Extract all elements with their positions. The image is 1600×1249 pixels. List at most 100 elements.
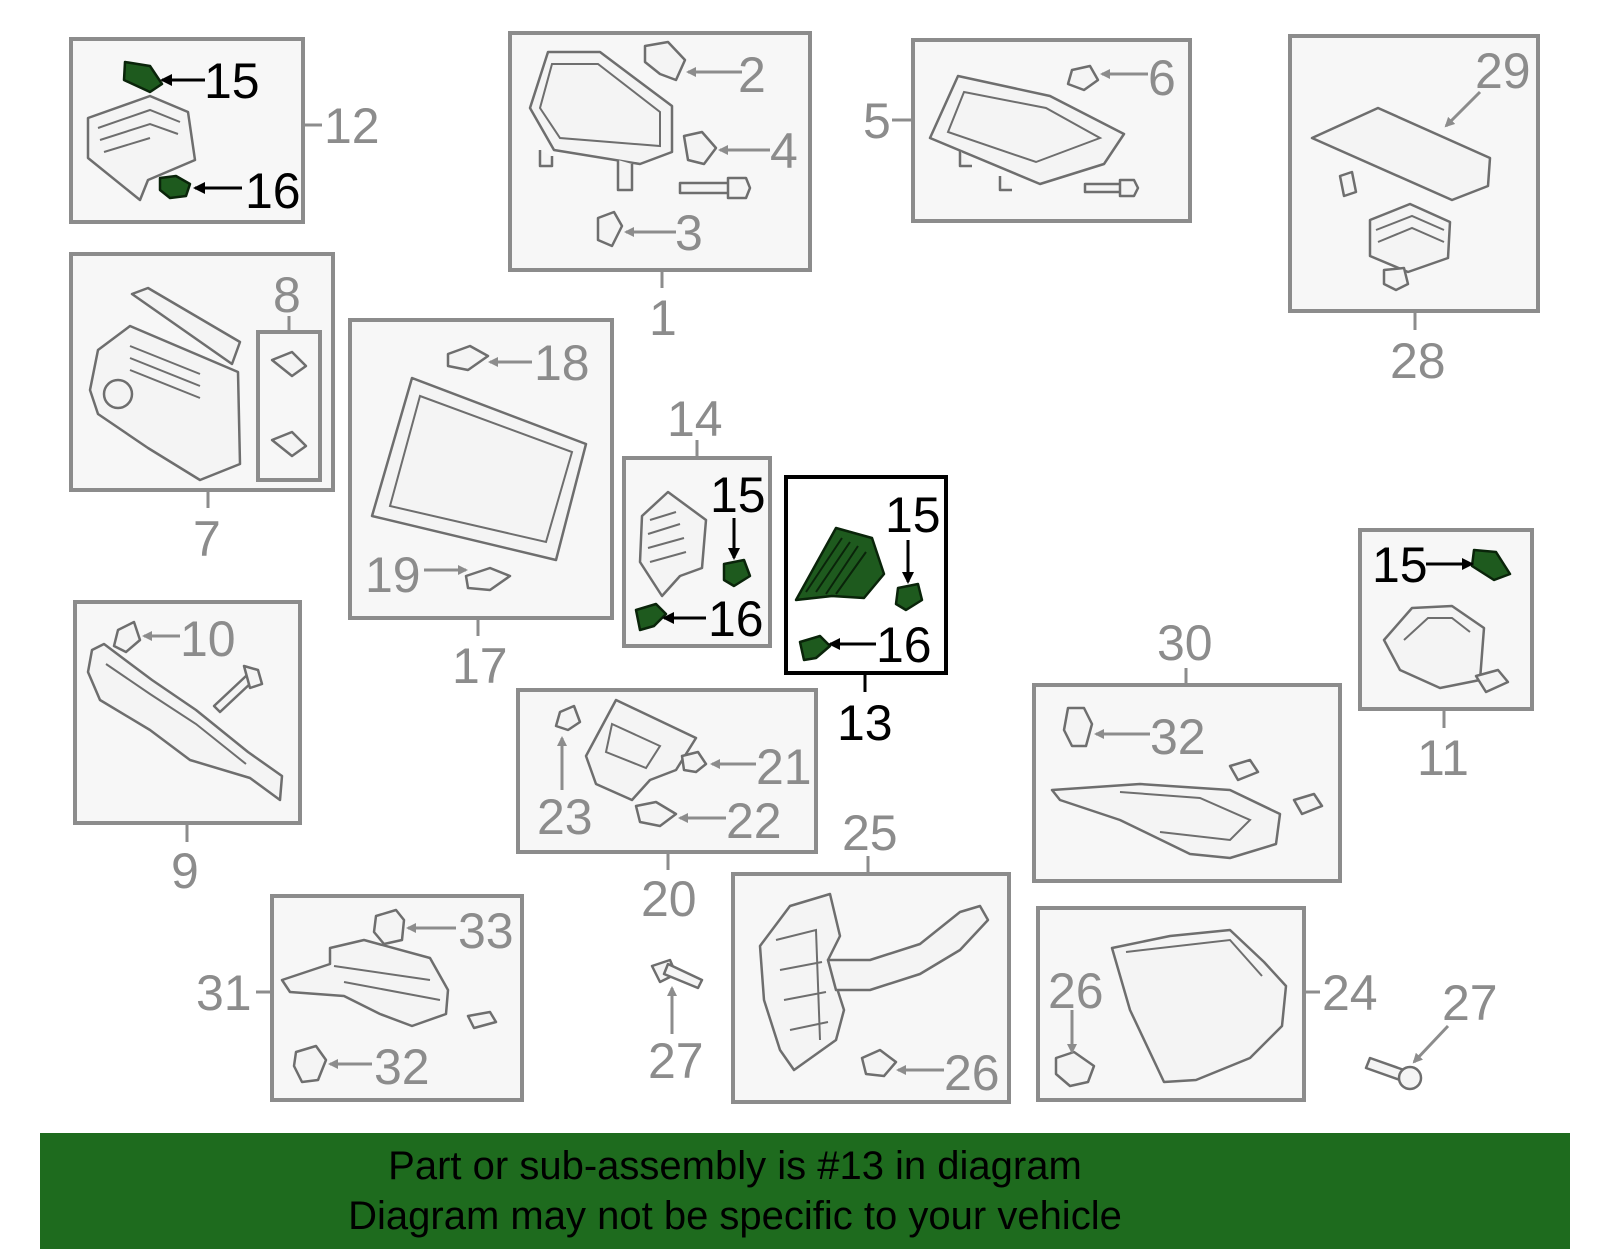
clip-8-a [270,350,308,378]
clip-18 [446,344,490,372]
side-panel-24-edge [1125,938,1263,977]
label-32-b: 32 [374,1039,430,1095]
label-21: 21 [756,739,812,795]
lower-panel-9 [86,642,284,802]
clip-16-c [798,634,832,662]
screw-27-a-shaft [662,962,704,990]
label-20: 20 [641,871,697,927]
label-27-b: 27 [1442,975,1498,1031]
label-5: 5 [863,93,891,149]
meter-visor [528,50,674,166]
clip-16-a [158,174,192,200]
screw-27-right: 27 [1364,975,1498,1091]
screw-5-shaft [1083,182,1124,194]
center-panel-7 [88,324,242,482]
label-15-a: 15 [204,53,260,109]
group-20: 21 22 23 20 [516,688,818,927]
group-14: 15 16 14 [622,391,772,648]
label-11: 11 [1417,730,1469,786]
label-25: 25 [842,805,898,861]
label-16-b: 16 [708,591,764,647]
group-17: 18 19 17 [348,318,614,694]
clip-3 [596,210,624,248]
group-11: 15 11 [1358,528,1534,786]
screw-5-head [1118,178,1140,198]
label-12: 12 [324,98,380,154]
label-8: 8 [273,267,301,323]
clip-33 [372,908,406,946]
side-trim-20-window [604,722,662,770]
center-panel-7-knob [102,378,134,410]
label-7: 7 [193,511,221,567]
meter-visor-inner [538,63,661,148]
center-panel-7-slats [129,345,201,399]
damper-30-b [1292,792,1324,816]
label-31: 31 [196,965,252,1021]
label-13: 13 [837,695,893,751]
label-32-a: 32 [1150,709,1206,765]
label-15-c: 15 [885,487,941,543]
clip-8-b [270,430,308,458]
clip-6 [1066,64,1100,92]
label-30: 30 [1157,615,1213,671]
label-33: 33 [458,903,514,959]
clip-23 [554,704,582,732]
label-15-d: 15 [1372,537,1428,593]
label-24: 24 [1322,965,1378,1021]
label-28: 28 [1390,333,1446,389]
group-12: 15 16 12 [69,37,380,224]
clip-26-a [860,1048,898,1078]
vent-slats-12 [97,108,181,153]
label-14: 14 [667,391,723,447]
label-2: 2 [738,47,766,103]
clip-28-a [1338,170,1358,198]
vent-assembly-11-lip [1403,617,1471,641]
label-16-a: 16 [245,163,301,219]
label-6: 6 [1148,50,1176,106]
label-16-c: 16 [876,617,932,673]
label-19: 19 [365,547,421,603]
bracket-28-ribs [1375,214,1445,243]
label-26-a: 26 [944,1045,1000,1101]
group-25: 26 25 [731,805,1011,1104]
grommet-28 [1382,266,1410,292]
vent-slats-14 [647,511,687,563]
screw-27-middle: 27 [648,958,704,1089]
side-cover-25-grid [775,928,829,1041]
banner-line-2: Diagram may not be specific to your vehi… [348,1194,1122,1238]
label-1: 1 [649,290,677,346]
label-23: 23 [537,789,593,845]
label-17: 17 [452,638,508,694]
screen-frame-17-inner [388,394,574,544]
clip-11 [1474,668,1510,694]
glove-box-frame-30-edge [1119,791,1252,842]
trim-strip-7 [130,286,242,366]
clip-15-c [894,582,924,612]
clip-15-b [722,558,752,588]
meter-visor-tabs [538,150,634,192]
info-banner: Part or sub-assembly is #13 in diagram D… [40,1133,1570,1249]
display-bezel-tabs [958,150,1012,192]
clip-4 [682,130,718,166]
clip-2 [643,40,687,82]
display-bezel [928,74,1126,186]
bracket-31-ribs [333,965,441,1001]
screw-1-shaft [678,181,732,195]
lower-panel-9-edge [105,663,247,765]
clip-21 [680,750,708,774]
group-28: 29 28 [1288,34,1540,389]
leader-27-b [1412,1024,1450,1064]
clip-16-b [634,602,668,632]
group-13: 15 16 13 [784,475,948,751]
side-cover-25-arm [826,904,990,992]
group-31: 33 32 31 [196,894,524,1102]
screw-27-b-head [1397,1065,1423,1091]
clip-15-a [122,60,164,94]
label-9: 9 [171,843,199,899]
display-bezel-inner [946,90,1103,164]
label-3: 3 [675,205,703,261]
label-29: 29 [1475,43,1531,99]
group-9: 10 9 [73,600,302,899]
clip-10 [112,620,142,654]
